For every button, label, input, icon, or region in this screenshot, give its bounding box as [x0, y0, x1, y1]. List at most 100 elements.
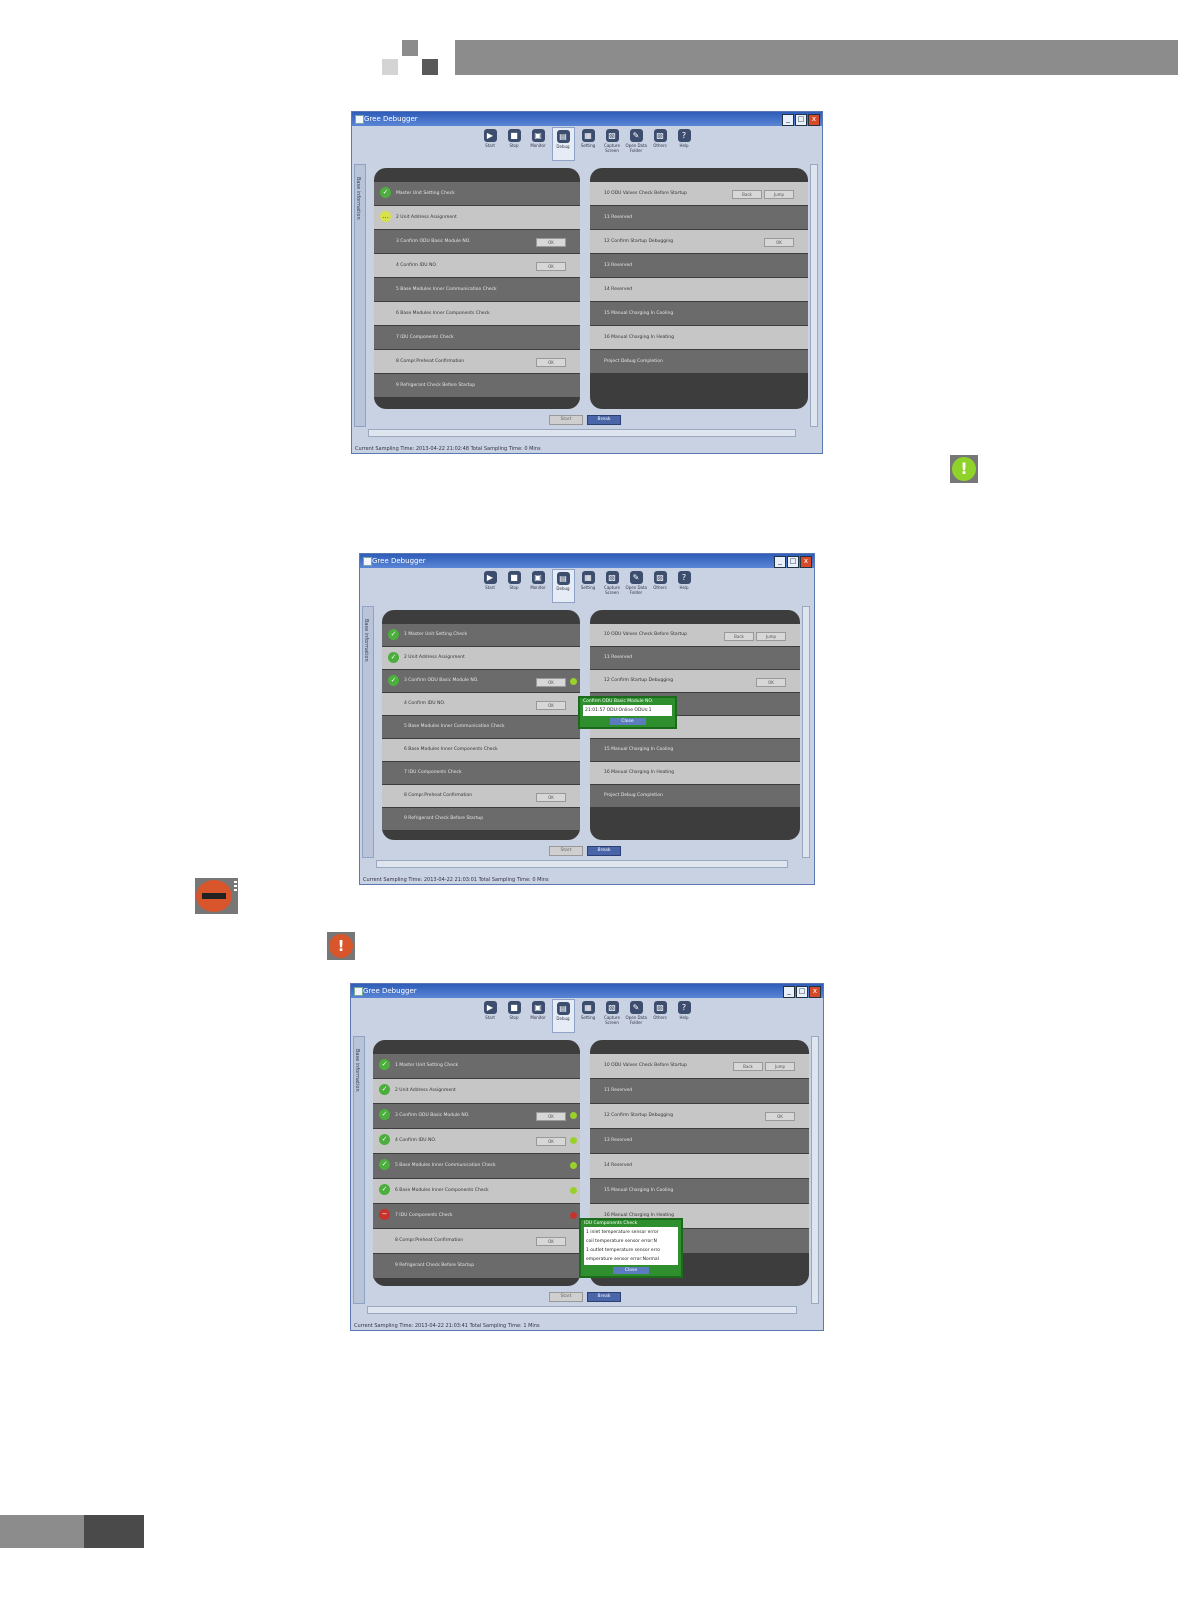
step-row[interactable]: 15 Manual Charging In Cooling: [590, 739, 800, 761]
step-ok-button[interactable]: OK: [536, 358, 566, 367]
toolbar-open-data-folder-button[interactable]: ✎Open Data Folder: [626, 569, 647, 603]
step-row[interactable]: 14 Reserved: [590, 278, 808, 301]
step-row[interactable]: 3 Confirm ODU Basic Module NO.OK: [374, 230, 580, 253]
step-row[interactable]: ✓6 Base Modules Inner Components Check: [373, 1179, 580, 1203]
step-row[interactable]: 5 Base Modules Inner Communication Check: [382, 716, 580, 738]
toolbar-help-button[interactable]: ?Help: [674, 569, 695, 603]
toolbar-start-button[interactable]: ▶Start: [480, 569, 501, 603]
step-row[interactable]: Project Debug Completion: [590, 350, 808, 373]
toolbar-debug-button[interactable]: ▤Debug: [551, 127, 575, 161]
toolbar-debug-button[interactable]: ▤Debug: [551, 569, 575, 603]
step-row[interactable]: 4 Confirm IDU NO.OK: [382, 693, 580, 715]
step-row[interactable]: 9 Refrigerant Check Before Startup: [373, 1254, 580, 1278]
step-row[interactable]: −7 IDU Components Check: [373, 1204, 580, 1228]
break-button[interactable]: Break: [587, 846, 621, 856]
step-row[interactable]: ✓4 Confirm IDU NO.OK: [373, 1129, 580, 1153]
toolbar-open-data-folder-button[interactable]: ✎Open Data Folder: [626, 127, 647, 161]
step-row[interactable]: 7 IDU Components Check: [382, 762, 580, 784]
step-row[interactable]: ✓1 Master Unit Setting Check: [382, 624, 580, 646]
back-button[interactable]: Back: [733, 1062, 763, 1071]
vertical-scrollbar[interactable]: [811, 1036, 819, 1304]
step-row[interactable]: 6 Base Modules Inner Components Check: [374, 302, 580, 325]
step-row[interactable]: ✓Master Unit Setting Check: [374, 182, 580, 205]
step-ok-button[interactable]: OK: [536, 793, 566, 802]
maximize-button[interactable]: □: [795, 114, 807, 126]
toolbar-monitor-button[interactable]: ▣Monitor: [528, 569, 549, 603]
step-row[interactable]: ✓3 Confirm ODU Basic Module NO.OK: [373, 1104, 580, 1128]
start-button[interactable]: Start: [549, 415, 583, 425]
toolbar-capture-screen-button[interactable]: ▧Capture Screen: [602, 127, 623, 161]
step-row[interactable]: 16 Manual Charging In Heating: [590, 326, 808, 349]
step-row[interactable]: 13 Reserved: [590, 254, 808, 277]
step-ok-button[interactable]: OK: [536, 1112, 566, 1121]
jump-button[interactable]: Jump: [765, 1062, 795, 1071]
step-row[interactable]: 15 Manual Charging In Cooling: [590, 1179, 809, 1203]
break-button[interactable]: Break: [587, 1292, 621, 1302]
toolbar-setting-button[interactable]: ▦Setting: [578, 999, 599, 1033]
maximize-button[interactable]: □: [787, 556, 799, 568]
step-row[interactable]: 11 Reserved: [590, 206, 808, 229]
start-button[interactable]: Start: [549, 846, 583, 856]
vertical-scrollbar[interactable]: [802, 606, 810, 858]
step-row[interactable]: 11 Reserved: [590, 1079, 809, 1103]
minimize-button[interactable]: _: [782, 114, 794, 126]
step-row[interactable]: ✓5 Base Modules Inner Communication Chec…: [373, 1154, 580, 1178]
toolbar-help-button[interactable]: ?Help: [674, 999, 695, 1033]
horizontal-scrollbar[interactable]: [367, 1306, 797, 1314]
step-ok-button[interactable]: OK: [536, 1137, 566, 1146]
toolbar-open-data-folder-button[interactable]: ✎Open Data Folder: [626, 999, 647, 1033]
step-ok-button[interactable]: OK: [765, 1112, 795, 1121]
step-row[interactable]: 16 Manual Charging In Heating: [590, 762, 800, 784]
step-row[interactable]: 5 Base Modules Inner Communication Check: [374, 278, 580, 301]
toolbar-debug-button[interactable]: ▤Debug: [551, 999, 575, 1033]
jump-button[interactable]: Jump: [756, 632, 786, 641]
close-button[interactable]: x: [808, 114, 820, 126]
start-button[interactable]: Start: [549, 1292, 583, 1302]
step-row[interactable]: Project Debug Completion: [590, 785, 800, 807]
jump-button[interactable]: Jump: [764, 190, 794, 199]
sidebar-tab[interactable]: Base information: [353, 1036, 365, 1304]
close-button[interactable]: x: [800, 556, 812, 568]
step-ok-button[interactable]: OK: [536, 701, 566, 710]
step-row[interactable]: 11 Reserved: [590, 647, 800, 669]
minimize-button[interactable]: _: [774, 556, 786, 568]
popup-close-button[interactable]: Close: [613, 1267, 649, 1274]
back-button[interactable]: Back: [732, 190, 762, 199]
step-ok-button[interactable]: OK: [536, 238, 566, 247]
toolbar-setting-button[interactable]: ▦Setting: [578, 569, 599, 603]
toolbar-others-button[interactable]: ▨Others: [650, 999, 671, 1033]
step-row[interactable]: 9 Refrigerant Check Before Startup: [382, 808, 580, 830]
step-ok-button[interactable]: OK: [536, 678, 566, 687]
step-row[interactable]: ✓1 Master Unit Setting Check: [373, 1054, 580, 1078]
toolbar-setting-button[interactable]: ▦Setting: [578, 127, 599, 161]
toolbar-capture-screen-button[interactable]: ▧Capture Screen: [602, 569, 623, 603]
step-row[interactable]: 13 Reserved: [590, 1129, 809, 1153]
popup-close-button[interactable]: Close: [609, 718, 646, 725]
step-row[interactable]: 6 Base Modules Inner Components Check: [382, 739, 580, 761]
step-row[interactable]: 4 Confirm IDU NO.OK: [374, 254, 580, 277]
vertical-scrollbar[interactable]: [810, 164, 818, 427]
toolbar-stop-button[interactable]: ■Stop: [504, 569, 525, 603]
step-ok-button[interactable]: OK: [756, 678, 786, 687]
step-row[interactable]: ✓3 Confirm ODU Basic Module NO.OK: [382, 670, 580, 692]
step-row[interactable]: 7 IDU Components Check: [374, 326, 580, 349]
close-button[interactable]: x: [809, 986, 821, 998]
horizontal-scrollbar[interactable]: [368, 429, 796, 437]
toolbar-monitor-button[interactable]: ▣Monitor: [528, 127, 549, 161]
step-row[interactable]: 9 Refrigerant Check Before Startup: [374, 374, 580, 397]
horizontal-scrollbar[interactable]: [376, 860, 788, 868]
step-row[interactable]: …2 Unit Address Assignment: [374, 206, 580, 229]
step-row[interactable]: 15 Manual Charging In Cooling: [590, 302, 808, 325]
toolbar-stop-button[interactable]: ■Stop: [504, 127, 525, 161]
minimize-button[interactable]: _: [783, 986, 795, 998]
step-ok-button[interactable]: OK: [536, 1237, 566, 1246]
step-row[interactable]: ✓2 Unit Address Assignment: [373, 1079, 580, 1103]
step-ok-button[interactable]: OK: [764, 238, 794, 247]
